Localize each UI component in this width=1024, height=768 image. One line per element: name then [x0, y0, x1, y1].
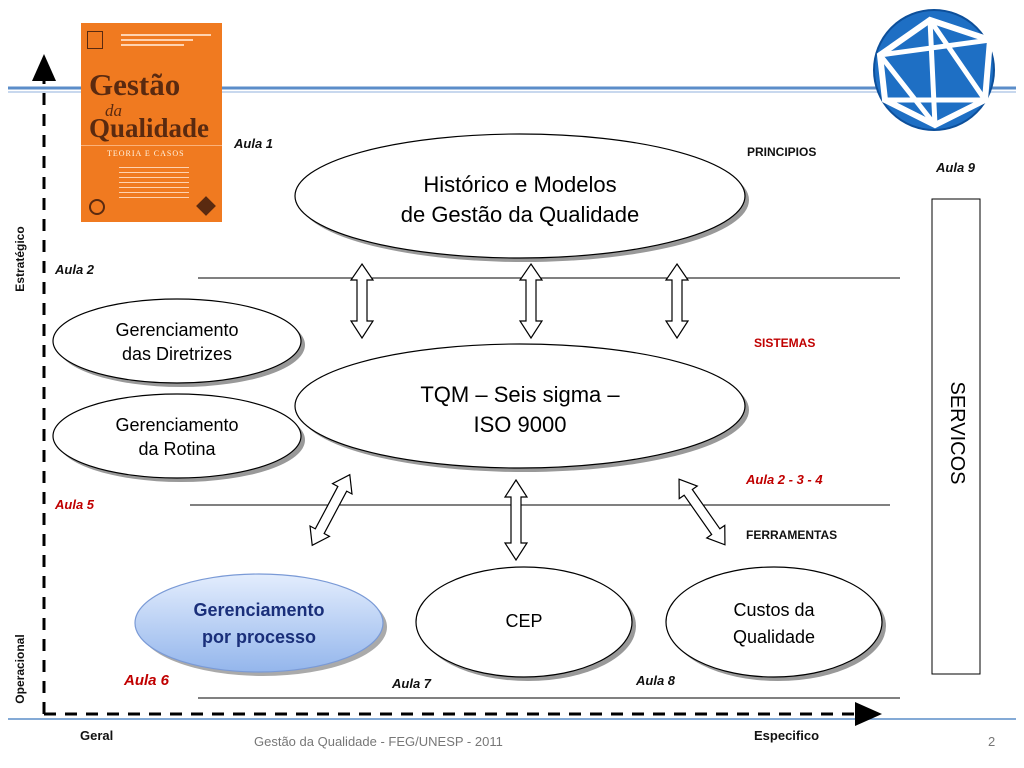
text-tqm-line2: ISO 9000: [473, 412, 567, 437]
book-cover-image: Gestão da Qualidade TEORIA E CASOS: [81, 23, 222, 222]
text-tqm-line1: TQM – Seis sigma –: [420, 382, 620, 407]
text-rotina: Gerenciamento da Rotina: [77, 413, 277, 461]
book-subtitle: TEORIA E CASOS: [107, 149, 185, 158]
axis-label-geral: Geral: [80, 728, 114, 743]
text-historico: Histórico e Modelos de Gestão da Qualida…: [320, 170, 720, 230]
text-diretrizes-line1: Gerenciamento: [115, 320, 239, 340]
text-processo-line1: Gerenciamento: [193, 600, 325, 620]
label-servicos: SERVICOS: [946, 381, 968, 485]
publisher-logo: [87, 31, 103, 49]
axis-label-operacional: Operacional: [13, 634, 27, 704]
text-processo: Gerenciamento por processo: [159, 597, 359, 651]
book-logo-right: [196, 196, 216, 216]
text-rotina-line2: da Rotina: [138, 439, 216, 459]
page-number: 2: [988, 734, 996, 749]
label-aula6: Aula 6: [124, 672, 170, 689]
ellipse-processo: [134, 573, 387, 676]
double-arrow: [664, 262, 690, 340]
label-aula9: Aula 9: [936, 160, 976, 175]
double-arrow: [309, 473, 353, 547]
book-contributors: [119, 163, 189, 202]
ellipse-diretrizes: [52, 298, 305, 387]
label-aula2: Aula 2: [55, 262, 95, 277]
text-custos-line1: Custos da: [733, 600, 815, 620]
label-aula5: Aula 5: [55, 497, 95, 512]
text-diretrizes-line2: das Diretrizes: [121, 344, 233, 364]
double-arrow: [678, 478, 726, 546]
ellipse-cep: [415, 566, 636, 681]
text-custos-line2: Qualidade: [732, 627, 816, 647]
book-authors: [121, 31, 211, 53]
book-title-line3: Qualidade: [89, 113, 210, 143]
footer-text: Gestão da Qualidade - FEG/UNESP - 2011: [254, 734, 503, 749]
text-cep: CEP: [505, 611, 543, 631]
book-title-line1: Gestão: [89, 67, 181, 102]
label-aula8: Aula 8: [636, 673, 676, 688]
label-principios: PRINCIPIOS: [747, 145, 817, 159]
ellipse-historico: [294, 133, 749, 262]
book-logo-left: [89, 199, 105, 215]
axis-label-especifico: Especifico: [754, 728, 820, 743]
label-aula7: Aula 7: [392, 676, 432, 691]
text-processo-line2: por processo: [201, 627, 317, 647]
book-title-line2: da: [105, 101, 122, 120]
text-historico-line1: Histórico e Modelos: [423, 172, 617, 197]
ellipse-rotina: [52, 393, 305, 482]
double-arrow: [349, 262, 375, 340]
label-sistemas: SISTEMAS: [754, 336, 816, 350]
unesp-logo: [873, 9, 995, 131]
text-diretrizes: Gerenciamento das Diretrizes: [77, 318, 277, 366]
label-aula1: Aula 1: [234, 136, 274, 151]
double-arrow: [503, 478, 529, 562]
ellipse-tqm: [294, 343, 749, 472]
servicos-box: [931, 198, 981, 675]
text-custos: Custos da Qualidade: [694, 597, 854, 651]
label-ferramentas: FERRAMENTAS: [746, 528, 838, 542]
text-rotina-line1: Gerenciamento: [115, 415, 239, 435]
text-tqm: TQM – Seis sigma – ISO 9000: [320, 380, 720, 440]
ellipse-custos: [665, 566, 886, 681]
axis-label-estrategico: Estratégico: [13, 226, 27, 292]
label-aula234: Aula 2 - 3 - 4: [746, 472, 823, 487]
text-historico-line2: de Gestão da Qualidade: [400, 202, 640, 227]
double-arrow: [518, 262, 544, 340]
